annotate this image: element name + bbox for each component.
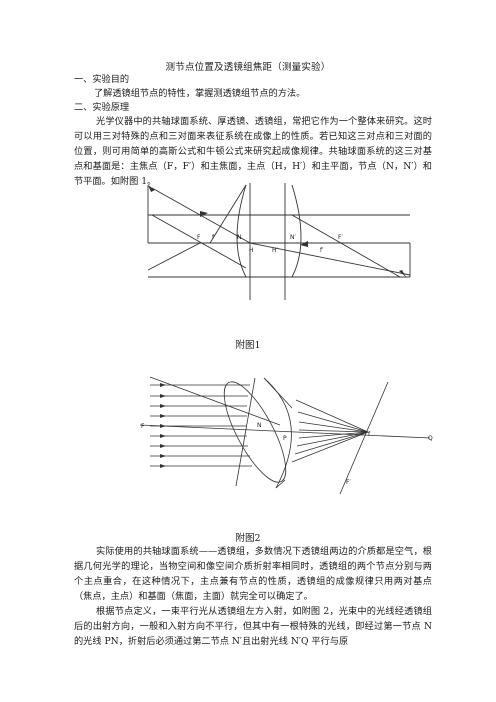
fig2-label-Q: Q	[428, 435, 433, 442]
fig2-oblique-ray	[149, 376, 281, 426]
fig2-label-P: P	[283, 435, 287, 442]
principle-paragraph: 光学仪器中的共轴球面系统、厚透镜、透镜组，常把它作为一个整体来研究。这时可以用三…	[74, 116, 432, 187]
fig2-label-f: f	[368, 431, 371, 438]
section-heading-purpose: 一、实验目的	[74, 74, 130, 85]
fig2-lens-right-surface	[263, 377, 292, 489]
section-heading-principle: 二、实验原理	[74, 102, 130, 113]
page-title: 测节点位置及透镜组焦距（测量实验）	[165, 62, 331, 73]
fig2-label-N: N	[257, 422, 262, 429]
figure-2-caption: 附图2	[235, 533, 261, 544]
fig1-label-F: F	[197, 234, 201, 241]
fig2-optical-axis	[139, 424, 431, 439]
fig1-label-H: H	[249, 247, 254, 254]
fig2-label-F-prime: F′	[346, 479, 351, 486]
fig1-label-f-prime: f′	[320, 247, 324, 254]
fig2-focal-plane	[339, 381, 389, 495]
fig1-lens-left-surface	[236, 184, 247, 278]
body-paragraph-2: 根据节点定义，一束平行光从透镜组左方入射，如附图 2，光束中的光线经透镜组后的出…	[74, 606, 432, 647]
fig1-label-f: f	[212, 234, 215, 241]
fig1-lens-right-surface	[291, 184, 302, 278]
figure-1-caption: 附图1	[235, 340, 261, 351]
fig1-label-H-prime: H′	[272, 247, 279, 254]
fig1-label-F-prime: F′	[338, 234, 343, 241]
fig1-label-N-prime: N′	[290, 234, 296, 241]
purpose-text: 了解透镜组节点的特性，掌握测透镜组节点的方法。	[94, 88, 306, 99]
fig2-label-F: F	[141, 423, 145, 430]
fig1-label-N: N	[237, 234, 242, 241]
body-paragraph-1: 实际使用的共轴球面系统——透镜组，多数情况下透镜组两边的介质都是空气，根据几何光…	[74, 546, 432, 602]
